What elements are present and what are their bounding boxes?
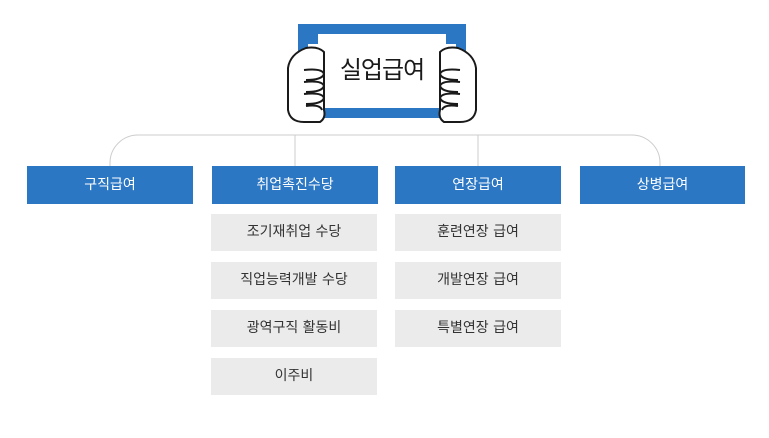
- sub-item-vocational-development: 직업능력개발 수당: [211, 262, 377, 299]
- left-hand-icon: [287, 46, 326, 123]
- category-extended-benefit: 연장급여: [395, 166, 561, 204]
- category-job-seeking-benefit: 구직급여: [27, 166, 193, 204]
- sub-item-individual-extension: 개발연장 급여: [395, 262, 561, 299]
- root-title: 실업급여: [339, 56, 425, 84]
- sub-item-early-reemployment: 조기재취업 수당: [211, 214, 377, 251]
- sub-item-wide-area-job-search: 광역구직 활동비: [211, 310, 377, 347]
- right-hand-icon: [438, 46, 477, 123]
- sub-item-training-extension: 훈련연장 급여: [395, 214, 561, 251]
- sub-item-relocation-expense: 이주비: [211, 358, 377, 395]
- sign-board-icon: [287, 24, 477, 123]
- category-employment-promotion-allowance: 취업촉진수당: [212, 166, 378, 204]
- sub-item-special-extension: 특별연장 급여: [395, 310, 561, 347]
- category-sickness-benefit: 상병급여: [580, 166, 745, 204]
